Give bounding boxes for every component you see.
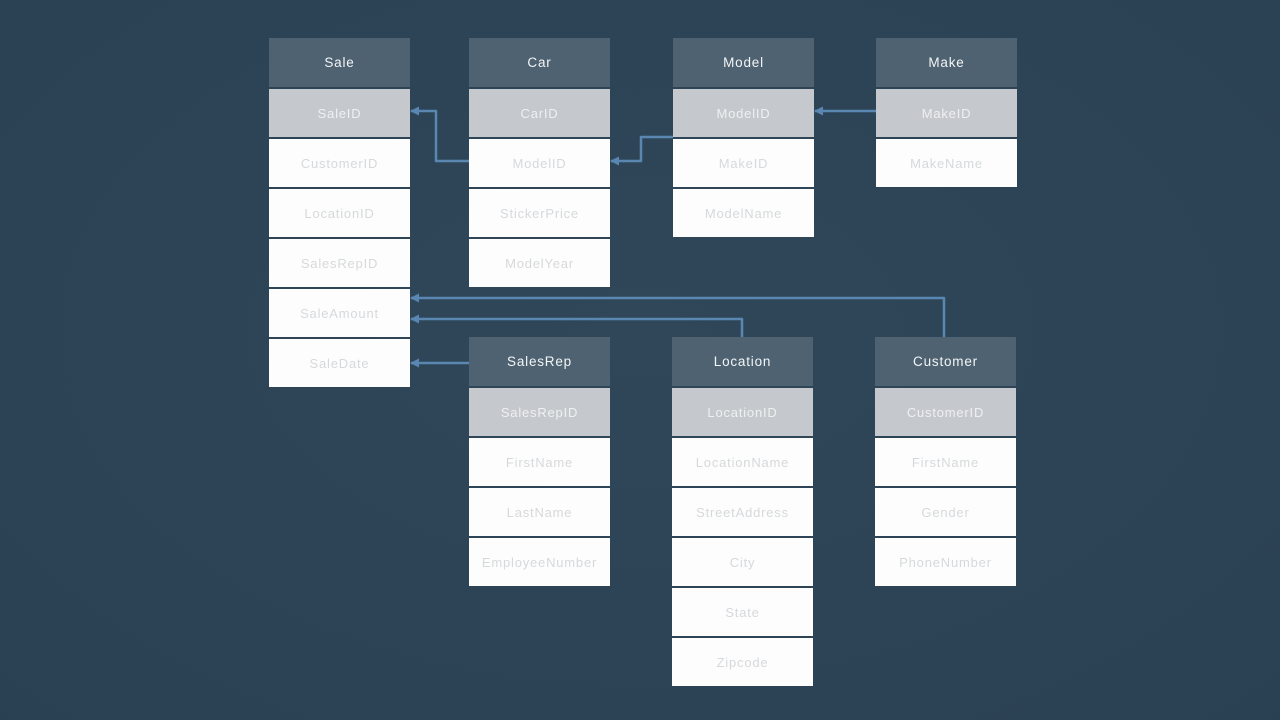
- connector-arrowhead-icon: [410, 358, 419, 368]
- primary-key-row: MakeID: [876, 89, 1017, 137]
- connector-line: [411, 317, 744, 338]
- table-header-sale: Sale: [269, 38, 410, 87]
- field-row: LocationName: [672, 438, 813, 486]
- field-row: FirstName: [875, 438, 1016, 486]
- connector-arrowhead-icon: [814, 106, 823, 116]
- field-row: State: [672, 588, 813, 636]
- table-header-car: Car: [469, 38, 610, 87]
- field-row: LastName: [469, 488, 610, 536]
- connector-arrowhead-icon: [410, 106, 419, 116]
- field-row: ModelYear: [469, 239, 610, 287]
- field-row: MakeID: [673, 139, 814, 187]
- connector-line: [611, 135, 673, 163]
- field-row: CustomerID: [269, 139, 410, 187]
- field-row: PhoneNumber: [875, 538, 1016, 586]
- field-row: StickerPrice: [469, 189, 610, 237]
- field-row: MakeName: [876, 139, 1017, 187]
- primary-key-row: SaleID: [269, 89, 410, 137]
- table-header-make: Make: [876, 38, 1017, 87]
- connector-arrowhead-icon: [410, 314, 419, 324]
- field-row: Zipcode: [672, 638, 813, 686]
- connector-line: [411, 109, 469, 163]
- field-row: SaleAmount: [269, 289, 410, 337]
- field-row: FirstName: [469, 438, 610, 486]
- table-header-customer: Customer: [875, 337, 1016, 386]
- field-row: StreetAddress: [672, 488, 813, 536]
- table-header-model: Model: [673, 38, 814, 87]
- connector-arrowhead-icon: [410, 293, 419, 303]
- field-row: SaleDate: [269, 339, 410, 387]
- field-row: City: [672, 538, 813, 586]
- primary-key-row: ModelID: [673, 89, 814, 137]
- field-row: SalesRepID: [269, 239, 410, 287]
- field-row: ModelName: [673, 189, 814, 237]
- primary-key-row: LocationID: [672, 388, 813, 436]
- connector-arrowhead-icon: [610, 156, 619, 166]
- field-row: LocationID: [269, 189, 410, 237]
- field-row: Gender: [875, 488, 1016, 536]
- primary-key-row: CarID: [469, 89, 610, 137]
- field-row: EmployeeNumber: [469, 538, 610, 586]
- table-header-salesrep: SalesRep: [469, 337, 610, 386]
- primary-key-row: CustomerID: [875, 388, 1016, 436]
- field-row: ModelID: [469, 139, 610, 187]
- primary-key-row: SalesRepID: [469, 388, 610, 436]
- connector-line: [411, 296, 946, 338]
- table-header-location: Location: [672, 337, 813, 386]
